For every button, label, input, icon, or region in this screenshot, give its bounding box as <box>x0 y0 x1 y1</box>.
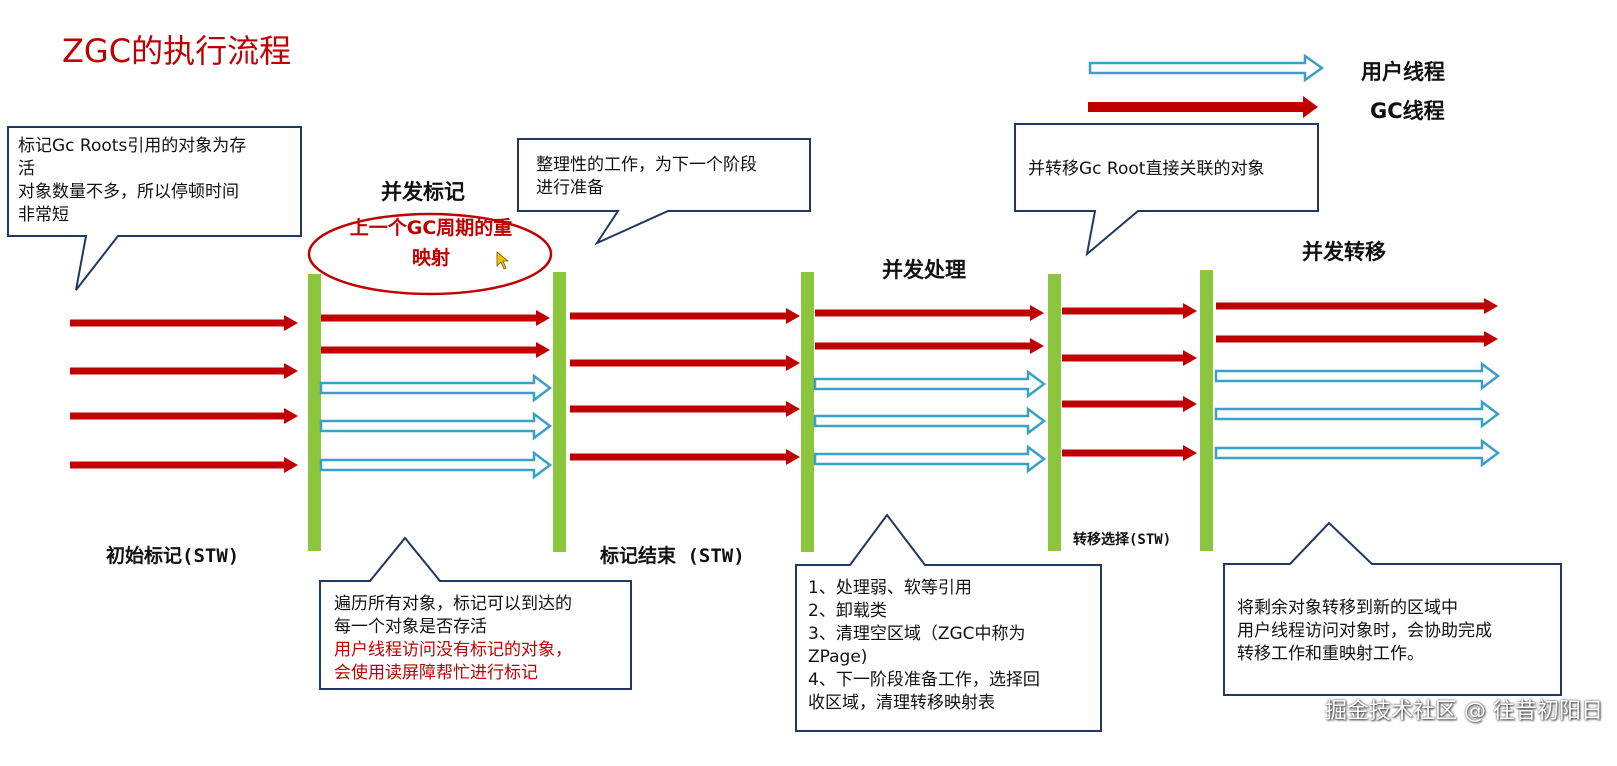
remap-oval <box>307 212 553 296</box>
gc-thread-arrow <box>815 338 1044 354</box>
callout-prepare-text: 整理性的工作，为下一个阶段 进行准备 <box>536 154 757 200</box>
stw-bar-4 <box>1048 274 1061 551</box>
user-thread-arrow <box>1214 399 1501 429</box>
stw-relocate-select-label: 转移选择(STW) <box>1073 532 1172 548</box>
user-thread-arrow <box>813 406 1047 436</box>
gc-thread-arrow <box>815 305 1044 321</box>
callout-initial-mark-text: 标记Gc Roots引用的对象为存 活 对象数量不多，所以停顿时间 非常短 <box>18 135 246 227</box>
callout-initial-mark <box>7 126 302 291</box>
thread-arrows <box>70 298 1501 480</box>
callout-line: 转移工作和重映射工作。 <box>1237 644 1424 664</box>
callout-line: 会使用读屏障帮忙进行标记 <box>334 663 538 683</box>
callout-relocate-roots-text: 并转移Gc Root直接关联的对象 <box>1028 158 1264 181</box>
callout-prepare <box>517 138 811 246</box>
callout-line: 进行准备 <box>536 178 604 198</box>
callout-line: 标记Gc Roots引用的对象为存 <box>18 136 247 156</box>
callout-line: ZPage) <box>808 647 868 667</box>
remap-line-2: 映射 <box>411 247 450 269</box>
remap-oval-text: 上一个GC周期的重 映射 <box>318 213 544 273</box>
callout-line: 每一个对象是否存活 <box>334 617 487 637</box>
callout-concurrent-process-text: 1、处理弱、软等引用 2、卸载类 3、清理空区域（ZGC中称为 ZPage) 4… <box>808 577 1040 715</box>
legend-user-arrow <box>1088 53 1325 83</box>
callout-line: 活 <box>18 159 35 179</box>
callout-line: 4、下一阶段准备工作，选择回 <box>808 670 1040 690</box>
gc-thread-arrow <box>70 315 298 331</box>
user-thread-arrow <box>319 450 553 480</box>
gc-thread-arrow <box>1062 445 1197 461</box>
callout-concurrent-relocate-text: 将剩余对象转移到新的区域中 用户线程访问对象时，会协助完成 转移工作和重映射工作… <box>1237 597 1492 666</box>
gc-thread-arrow <box>570 401 800 417</box>
user-thread-arrow <box>813 369 1047 399</box>
gc-thread-arrow <box>1216 331 1498 347</box>
user-thread-arrow <box>1214 438 1501 468</box>
gc-thread-arrow <box>1062 303 1197 319</box>
mouse-cursor-icon <box>496 251 510 270</box>
stw-bar-3 <box>801 272 814 552</box>
callout-line: 用户线程访问没有标记的对象， <box>334 640 572 660</box>
callout-concurrent-relocate <box>1223 521 1562 696</box>
gc-thread-arrow <box>1216 298 1498 314</box>
gc-thread-arrow <box>70 457 298 473</box>
callout-line: 并转移Gc Root直接关联的对象 <box>1028 159 1265 179</box>
callout-line: 用户线程访问对象时，会协助完成 <box>1237 621 1492 641</box>
stw-bar-2 <box>553 272 566 552</box>
gc-thread-arrow <box>1062 396 1197 412</box>
page-title: ZGC的执行流程 <box>62 32 292 70</box>
callout-line: 1、处理弱、软等引用 <box>808 578 972 598</box>
callout-line: 遍历所有对象，标记可以到达的 <box>334 594 572 614</box>
callout-concurrent-mark-text: 遍历所有对象，标记可以到达的 每一个对象是否存活 用户线程访问没有标记的对象， … <box>334 593 572 685</box>
callout-line: 2、卸载类 <box>808 601 887 621</box>
legend-gc-arrow <box>1088 96 1318 118</box>
gc-thread-arrow <box>70 363 298 379</box>
legend-gc-thread-label: GC线程 <box>1370 99 1445 123</box>
gc-thread-arrow <box>321 310 550 326</box>
callout-concurrent-mark <box>319 536 632 690</box>
callout-relocate-roots <box>1014 123 1319 257</box>
phase-concurrent-relocate: 并发转移 <box>1302 240 1386 264</box>
phase-concurrent-process: 并发处理 <box>882 258 966 282</box>
user-thread-arrow <box>813 444 1047 474</box>
callout-line: 将剩余对象转移到新的区域中 <box>1237 598 1458 618</box>
user-thread-arrow <box>1214 361 1501 391</box>
user-thread-arrow <box>319 373 553 403</box>
stw-bar-5 <box>1200 270 1213 551</box>
gc-thread-arrow <box>70 408 298 424</box>
remap-line-1: 上一个GC周期的重 <box>349 217 513 239</box>
user-thread-arrow <box>319 411 553 441</box>
callout-line: 3、清理空区域（ZGC中称为 <box>808 624 1026 644</box>
gc-thread-arrow <box>1062 350 1197 366</box>
stw-initial-mark-label: 初始标记(STW) <box>106 545 240 567</box>
callout-line: 收区域，清理转移映射表 <box>808 693 995 713</box>
stw-bar-1 <box>308 274 321 551</box>
gc-thread-arrow <box>570 308 800 324</box>
stw-mark-end-label: 标记结束 (STW) <box>600 545 745 567</box>
callout-line: 整理性的工作，为下一个阶段 <box>536 155 757 175</box>
watermark: 掘金技术社区 @ 往昔初阳日 <box>1325 699 1603 724</box>
phase-concurrent-mark: 并发标记 <box>381 180 465 204</box>
callout-line: 对象数量不多，所以停顿时间 <box>18 182 239 202</box>
gc-thread-arrow <box>321 342 550 358</box>
legend-user-thread-label: 用户线程 <box>1361 60 1445 84</box>
callout-concurrent-process <box>795 513 1102 732</box>
gc-thread-arrow <box>570 355 800 371</box>
gc-thread-arrow <box>570 449 800 465</box>
callout-line: 非常短 <box>18 205 69 225</box>
